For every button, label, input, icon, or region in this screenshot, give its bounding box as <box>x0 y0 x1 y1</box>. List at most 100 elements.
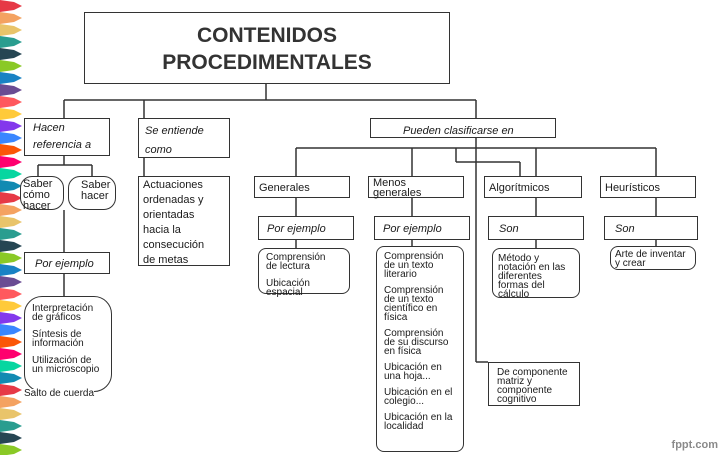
componente-1: De componente <box>497 367 568 378</box>
heu-desc-1: Arte de inventar <box>615 249 686 260</box>
pencil-stripe <box>0 132 22 144</box>
pencil-stripe <box>0 312 22 324</box>
pencil-stripe <box>0 420 22 432</box>
colored-pencils-decoration <box>0 0 22 455</box>
pencil-stripe <box>0 84 22 96</box>
ejemplo-menos-6a: Ubicación en la <box>384 412 453 423</box>
ejemplo-menos-1b: de un texto <box>384 260 434 271</box>
saber-como-line-2: cómo <box>23 189 50 201</box>
pencil-stripe <box>0 372 22 384</box>
ejemplo-menos-4b: una hoja... <box>384 371 431 382</box>
categoria-heuristicos: Heurísticos <box>600 176 696 198</box>
pencil-stripe <box>0 324 22 336</box>
title-box: CONTENIDOS PROCEDIMENTALES <box>84 12 450 84</box>
ejemplo-left-3b: un microscopio <box>32 364 100 375</box>
generales-text: Generales <box>259 182 310 194</box>
se-entiende-line-2: como <box>145 144 172 156</box>
saber-hacer-line-1: Saber <box>81 179 111 191</box>
definicion-line-5: consecución <box>143 239 205 251</box>
ejemplo-menos-2a: Comprensión <box>384 285 444 296</box>
por-ejemplo-generales-label: Por ejemplo <box>258 216 354 240</box>
alg-desc-1: Método y <box>498 253 540 264</box>
alg-desc-2: notación en las <box>498 262 566 273</box>
pencil-stripe <box>0 276 22 288</box>
pencil-stripe <box>0 180 22 192</box>
pencil-stripe <box>0 264 22 276</box>
pueden-text: Pueden clasificarse en <box>403 125 514 137</box>
componente-4: cognitivo <box>497 394 537 405</box>
son-algoritmicos-text: Son <box>499 223 519 235</box>
pencil-stripe <box>0 432 22 444</box>
pencil-stripe <box>0 192 22 204</box>
ejemplo-menos-5a: Ubicación en el <box>384 387 453 398</box>
algoritmicos-desc-box: Método y notación en las diferentes form… <box>492 248 580 300</box>
ejemplo-left-3a: Utilización de <box>32 355 92 366</box>
heu-desc-2: y crear <box>615 258 646 269</box>
alg-desc-3: diferentes <box>498 271 542 282</box>
categoria-menos-generales: Menos generales <box>368 176 464 199</box>
pencil-stripe <box>0 348 22 360</box>
pencil-stripe <box>0 12 22 24</box>
por-ejemplo-menos-text: Por ejemplo <box>383 223 442 235</box>
hacen-line-2: referencia a <box>33 139 92 151</box>
ejemplo-left-2a: Síntesis de <box>32 329 82 340</box>
definicion-box: Actuaciones ordenadas y orientadas hacia… <box>138 176 230 266</box>
pencil-stripe <box>0 300 22 312</box>
pencil-stripe <box>0 408 22 420</box>
pencil-stripe <box>0 108 22 120</box>
pencil-stripe <box>0 288 22 300</box>
hacen-referencia-label: Hacen referencia a <box>24 118 110 156</box>
ejemplos-menos-box: Comprensión de un texto literario Compre… <box>376 246 464 452</box>
salto-de-cuerda-text: Salto de cuerda <box>24 388 95 399</box>
heuristicos-text: Heurísticos <box>605 182 661 194</box>
por-ejemplo-left-label: Por ejemplo <box>24 252 110 274</box>
se-entiende-line-1: Se entiende <box>145 125 204 137</box>
watermark-text: fppt.com <box>671 439 718 451</box>
ejemplo-menos-1c: literario <box>384 269 417 280</box>
hacen-line-1: Hacen <box>33 122 65 134</box>
algoritmicos-text: Algorítmicos <box>489 182 550 194</box>
ejemplos-generales-box: Comprensión de lectura Ubicación espacia… <box>258 248 350 298</box>
ejemplo-menos-3b: de su discurso <box>384 337 449 348</box>
ejemplo-gen-2b: espacial <box>266 287 303 298</box>
pencil-stripe <box>0 0 22 12</box>
son-algoritmicos-label: Son <box>488 216 584 240</box>
pencil-stripe <box>0 144 22 156</box>
pencil-stripe <box>0 216 22 228</box>
ejemplo-menos-1a: Comprensión <box>384 251 444 262</box>
son-heuristicos-label: Son <box>604 216 698 240</box>
por-ejemplo-left-text: Por ejemplo <box>35 258 94 270</box>
definicion-line-1: Actuaciones <box>143 179 203 191</box>
ejemplo-menos-2b: de un texto <box>384 294 434 305</box>
son-heuristicos-text: Son <box>615 223 635 235</box>
ejemplos-left-box: Interpretación de gráficos Síntesis de i… <box>24 296 112 392</box>
categoria-generales: Generales <box>254 176 350 198</box>
ejemplo-menos-2c: científico en <box>384 303 438 314</box>
heuristicos-desc-box: Arte de inventar y crear <box>610 246 696 270</box>
pencil-stripe <box>0 120 22 132</box>
title-line-2: PROCEDIMENTALES <box>162 51 372 74</box>
saber-hacer-node: Saber hacer <box>68 176 116 210</box>
pencil-stripe <box>0 168 22 180</box>
ejemplo-menos-3c: en física <box>384 346 422 357</box>
pencil-stripe <box>0 360 22 372</box>
ejemplo-menos-3a: Comprensión <box>384 328 444 339</box>
pencil-stripe <box>0 336 22 348</box>
alg-desc-5: cálculo <box>498 289 530 300</box>
pencil-stripe <box>0 48 22 60</box>
pencil-stripe <box>0 240 22 252</box>
definicion-line-2: ordenadas y <box>143 194 204 206</box>
ejemplo-left-2b: información <box>32 338 84 349</box>
title-line-1: CONTENIDOS <box>196 24 337 47</box>
ejemplo-menos-5b: colegio... <box>384 396 425 407</box>
se-entiende-label: Se entiende como <box>138 118 230 158</box>
pencil-stripe <box>0 96 22 108</box>
componente-box: De componente matriz y componente cognit… <box>488 362 580 406</box>
ejemplo-menos-6b: localidad <box>384 421 424 432</box>
pencil-stripe <box>0 396 22 408</box>
menos-line-1: Menos <box>373 177 407 189</box>
saber-como-line-1: Saber <box>23 178 53 190</box>
ejemplo-gen-1b: de lectura <box>266 261 310 272</box>
saber-como-line-3: hacer <box>23 200 51 212</box>
